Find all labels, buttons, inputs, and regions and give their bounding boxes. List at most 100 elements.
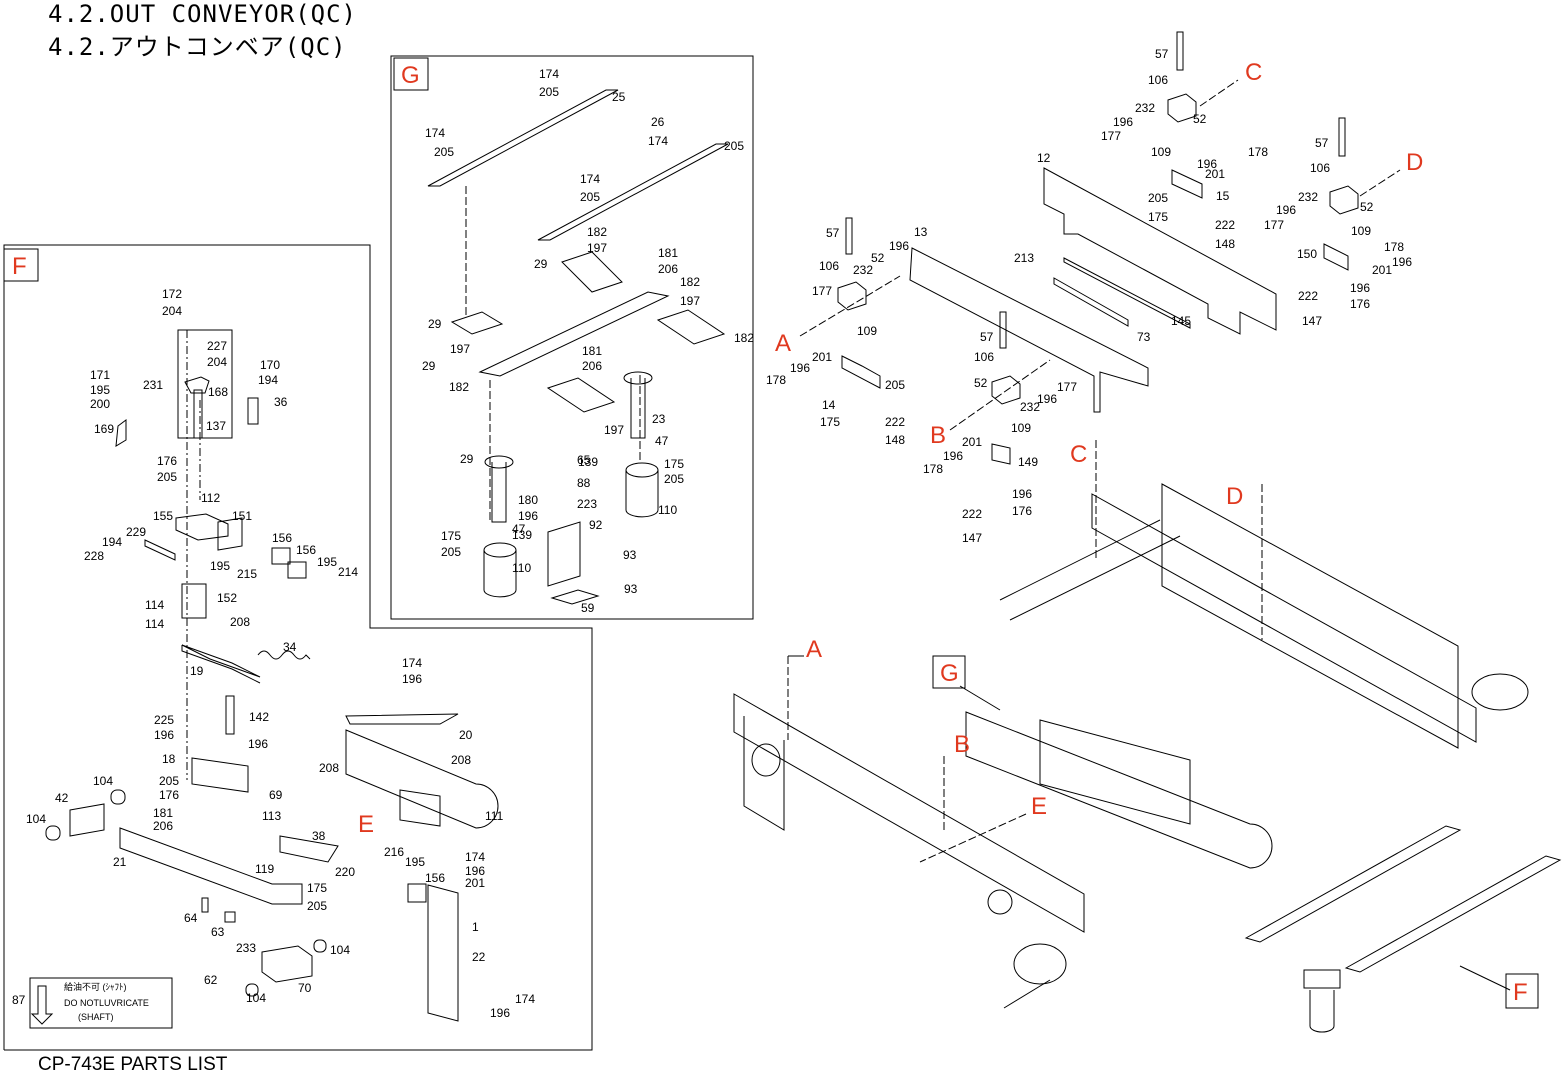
housing-110b (625, 470, 659, 518)
part-number-label: 170 (260, 358, 280, 372)
part-number-label: 205 (724, 139, 744, 153)
part-number-label: 174 (648, 134, 668, 148)
part-number-label: 205 (307, 899, 327, 913)
part-number-label: 205 (580, 190, 600, 204)
part-number-label: 65 (577, 453, 591, 467)
part-number-label: 148 (1215, 237, 1235, 251)
part-number-label: 195 (90, 383, 110, 397)
part-number-label: 222 (962, 507, 982, 521)
part-number-label: 175 (307, 881, 327, 895)
part-number-label: 200 (90, 397, 110, 411)
part-number-label: 109 (1011, 421, 1031, 435)
part-number-label: 222 (885, 415, 905, 429)
detail-box-231 (177, 329, 233, 439)
part-number-label: 197 (587, 241, 607, 255)
part-number-label: 176 (1350, 297, 1370, 311)
part-number-label: 174 (402, 656, 422, 670)
part-number-label: 205 (664, 472, 684, 486)
bearing-104d (245, 983, 259, 997)
pin-57d (1338, 117, 1346, 157)
part-number-label: 47 (655, 434, 669, 448)
part-number-label: 177 (1264, 218, 1284, 232)
rail-a-main (733, 693, 1085, 933)
part-number-label: 178 (1248, 145, 1268, 159)
part-number-label: 176 (159, 788, 179, 802)
part-number-label: 21 (113, 855, 127, 869)
part-number-label: 175 (820, 415, 840, 429)
section-label-f-box: F (12, 253, 27, 280)
part-number-label: 197 (680, 294, 700, 308)
part-number-label: 201 (812, 350, 832, 364)
part-number-label: 216 (384, 845, 404, 859)
section-label-d-main: D (1226, 483, 1243, 510)
part-number-label: 182 (587, 225, 607, 239)
block-52b (991, 375, 1021, 405)
part-number-label: 174 (425, 126, 445, 140)
part-number-label: 178 (923, 462, 943, 476)
part-number-label: 194 (258, 373, 278, 387)
block-29a (450, 311, 504, 335)
part-number-label: 147 (1302, 314, 1322, 328)
frame-f-leg (1309, 990, 1335, 1033)
part-number-label: 15 (1216, 189, 1230, 203)
part-number-label: 174 (515, 992, 535, 1006)
part-number-label: 205 (539, 85, 559, 99)
part-number-label: 196 (790, 361, 810, 375)
part-number-label: 213 (1014, 251, 1034, 265)
part-number-label: 196 (943, 449, 963, 463)
sensor-156a (271, 547, 291, 565)
part-number-label: 178 (1384, 240, 1404, 254)
assembly-g-main (1039, 719, 1191, 825)
part-number-label: 63 (211, 925, 225, 939)
block-29d (546, 377, 616, 413)
part-number-label: 228 (84, 549, 104, 563)
part-number-label: 139 (578, 455, 598, 469)
part-number-label: 196 (889, 239, 909, 253)
part-number-label: 156 (425, 871, 445, 885)
part-number-label: 109 (1151, 145, 1171, 159)
part-number-label: 34 (283, 640, 297, 654)
page-title-japanese: 4.2.アウトコンベア(QC) (48, 33, 347, 61)
part-number-label: 208 (319, 761, 339, 775)
arrow-down-icon (30, 985, 54, 1025)
block-29b (561, 251, 623, 293)
part-number-label: 57 (826, 226, 840, 240)
side-frame-d (1161, 483, 1459, 749)
block-18 (191, 757, 249, 793)
part-168 (184, 376, 210, 394)
part-number-label: 205 (885, 378, 905, 392)
part-number-label: 23 (652, 412, 666, 426)
part-number-label: 59 (581, 601, 595, 615)
part-number-label: 232 (853, 263, 873, 277)
part-number-label: 113 (262, 809, 281, 823)
long-plate-21 (119, 827, 303, 905)
part-number-label: 196 (518, 509, 538, 523)
section-label-b-exp: B (930, 422, 946, 449)
sensor-156e (407, 883, 427, 903)
pin-57b (999, 311, 1007, 349)
part-number-label: 52 (871, 251, 885, 265)
part-number-label: 215 (237, 567, 257, 581)
post-139b-top (623, 371, 653, 385)
part-number-label: 26 (651, 115, 665, 129)
housing-110a (483, 550, 517, 598)
part-number-label: 196 (1392, 255, 1412, 269)
part-number-label: 20 (459, 728, 473, 742)
part-number-label: 148 (885, 433, 905, 447)
part-number-label: 205 (1148, 191, 1168, 205)
bracket-229 (144, 539, 176, 561)
part-number-label: 52 (1360, 200, 1374, 214)
part-number-label: 64 (184, 911, 198, 925)
part-number-label: 93 (624, 582, 638, 596)
part-number-label: 205 (434, 145, 454, 159)
frame-f-front-rail (1344, 855, 1562, 973)
page-title: 4.2.OUT CONVEYOR(QC) (48, 0, 357, 28)
part-number-label: 12 (1037, 151, 1051, 165)
section-label-a-exp: A (775, 330, 791, 357)
part-number-label: 232 (1020, 400, 1040, 414)
part-number-label: 171 (90, 368, 110, 382)
part-number-label: 201 (1372, 263, 1392, 277)
part-number-label: 233 (236, 941, 256, 955)
section-label-g-box: G (401, 62, 420, 89)
exploded-guides: A B C D (775, 31, 1423, 465)
